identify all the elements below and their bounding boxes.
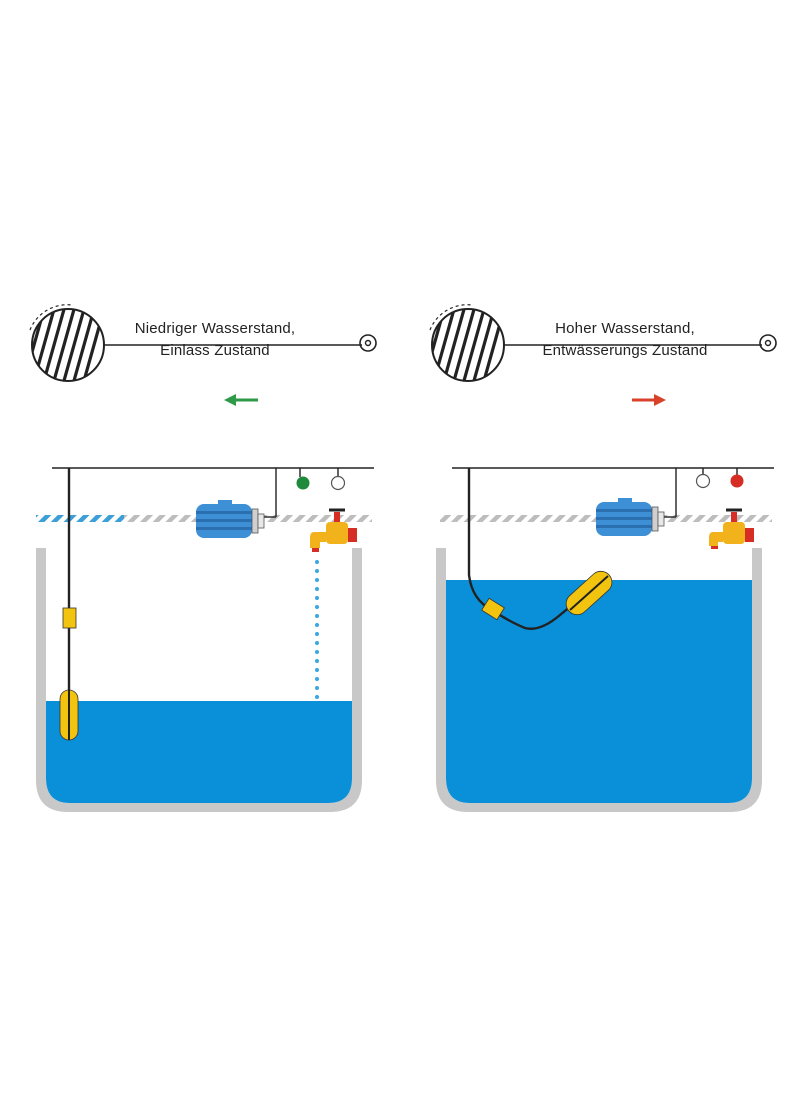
direction-arrow-icon <box>632 394 666 406</box>
caption-line-2: Entwässerungs Zustand <box>542 342 708 359</box>
indicator-lamp-icon <box>730 474 744 488</box>
low-level-caption: Niedriger Wasserstand, Einlass Zustand <box>95 318 335 362</box>
high-level-diagram <box>429 304 777 812</box>
water-body <box>46 701 352 803</box>
indicator-lamp-icon <box>695 473 711 489</box>
water-tank <box>436 548 762 812</box>
motor-pump-icon <box>196 468 277 538</box>
cable-weight <box>481 597 505 621</box>
float-switch <box>59 689 79 741</box>
water-stream <box>315 560 319 699</box>
low-water-level-panel: Niedriger Wasserstand, Einlass Zustand <box>29 304 377 812</box>
caption-line-2: Einlass Zustand <box>160 342 270 359</box>
high-water-level-panel: Hoher Wasserstand, Entwässerungs Zustand <box>400 0 800 1096</box>
float-switch <box>565 570 613 616</box>
direction-arrow-icon <box>224 394 258 406</box>
indicator-lamp-icon <box>330 475 346 491</box>
high-level-caption: Hoher Wasserstand, Entwässerungs Zustand <box>505 318 745 362</box>
caption-line-1: Hoher Wasserstand, <box>555 320 695 337</box>
water-faucet-icon <box>310 508 357 552</box>
cable-weight <box>62 607 77 629</box>
water-faucet-icon <box>709 508 754 549</box>
water-tank <box>36 548 362 812</box>
caption-line-1: Niedriger Wasserstand, <box>134 320 296 337</box>
motor-pump-icon <box>596 468 677 536</box>
low-level-diagram <box>29 304 377 812</box>
indicator-lamp-icon <box>296 476 310 490</box>
water-body <box>446 580 752 803</box>
